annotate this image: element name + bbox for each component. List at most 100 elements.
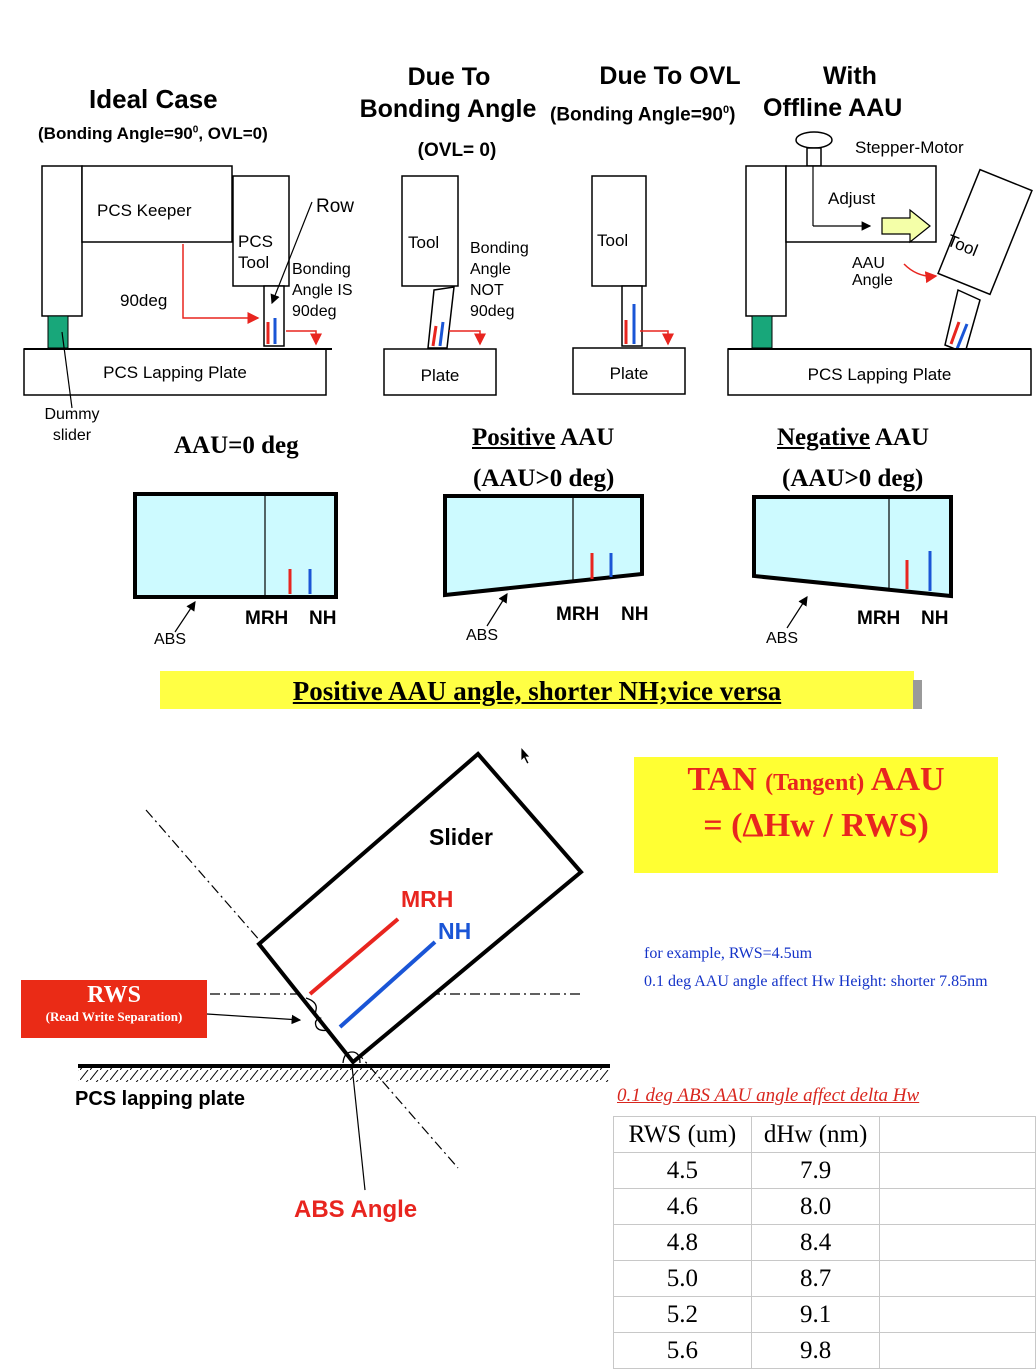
aau-positive-title-main: Positive [472, 424, 556, 451]
bonding-subtitle: (OVL= 0) [417, 140, 497, 161]
tan-formula-line1: TAN (Tangent) AAU [634, 761, 998, 799]
example-line-1: for example, RWS=4.5um [644, 945, 813, 962]
table-cell [879, 1332, 1036, 1369]
ideal-case-title: Ideal Case [89, 84, 218, 114]
aau-zero-mrh-label: MRH [245, 608, 289, 629]
bonding-is-label-2: Angle IS [292, 282, 353, 299]
table-cell [879, 1188, 1036, 1225]
ovl-title: Due To OVL [599, 62, 741, 90]
table-cell [879, 1296, 1036, 1333]
bonding-title-2: Bonding Angle [359, 95, 537, 123]
ideal-case-drawing [23, 165, 332, 409]
bonding-not-label-4: 90deg [470, 303, 515, 320]
table-cell [879, 1260, 1036, 1297]
ideal-subtitle-pre: (Bonding Angle=90 [38, 124, 193, 143]
table-cell: 5.6 [613, 1332, 752, 1369]
aau-zero-title: AAU=0 deg [174, 432, 299, 459]
bonding-not-label-3: NOT [470, 282, 504, 299]
table-cell: 4.5 [613, 1152, 752, 1189]
ovl-subtitle-post: ) [729, 104, 736, 126]
offline-title-2: Offline AAU [763, 94, 903, 122]
ovl-drawing [572, 175, 686, 395]
pcs-tool-label-2: Tool [238, 253, 270, 272]
table-cell: 4.6 [613, 1188, 752, 1225]
rws-box: RWS (Read Write Separation) [21, 980, 207, 1038]
ovl-tool-label: Tool [597, 231, 629, 250]
pcs-keeper-label: PCS Keeper [97, 201, 192, 220]
abs-angle-label: ABS Angle [294, 1196, 418, 1223]
aau-zero-nh-label: NH [309, 608, 337, 629]
ovl-subtitle: (Bonding Angle=900) [550, 104, 735, 126]
ideal-subtitle-post: , OVL=0) [198, 124, 268, 143]
aau-negative-title-rest: AAU [870, 424, 930, 451]
conclusion-banner-text: Positive AAU angle, shorter NH;vice vers… [292, 676, 782, 706]
pcs-lapping-plate-label: PCS Lapping Plate [103, 363, 247, 382]
aau-zero-slider [133, 492, 338, 633]
aau-positive-title-rest: AAU [555, 424, 615, 451]
row-label: Row [316, 196, 355, 217]
table-caption: 0.1 deg ABS AAU angle affect delta Hw [617, 1085, 920, 1106]
aau-angle-label-1: AAU [852, 255, 885, 272]
bonding-plate-label: Plate [420, 366, 460, 385]
table-cell: 9.1 [750, 1296, 881, 1333]
bonding-angle-drawing [383, 175, 497, 396]
tan-formula-box: TAN (Tangent) AAU = (ΔHw / RWS) [634, 757, 998, 873]
bonding-not-label-1: Bonding [470, 240, 529, 257]
table-cell: 7.9 [750, 1152, 881, 1189]
banner-scroll-tab [913, 680, 922, 709]
table-cell: 5.0 [613, 1260, 752, 1297]
table-header-rws: RWS (um) [613, 1116, 752, 1153]
cursor-icon [520, 745, 531, 765]
aau-negative-abs-label: ABS [766, 630, 799, 647]
offline-plate-label: PCS Lapping Plate [807, 365, 952, 384]
aau-negative-nh-label: NH [921, 608, 949, 629]
table-cell: 5.2 [613, 1296, 752, 1333]
rws-subtitle: (Read Write Separation) [45, 1009, 183, 1024]
bonding-is-label-3: 90deg [292, 303, 337, 320]
aau-negative-mrh-label: MRH [857, 608, 901, 629]
aau-negative-title: Negative AAU [777, 424, 929, 452]
aau-zero-abs-label: ABS [154, 631, 187, 648]
conclusion-banner: Positive AAU angle, shorter NH;vice vers… [160, 671, 914, 709]
table-cell: 4.8 [613, 1224, 752, 1261]
aau-negative-subtitle: (AAU>0 deg) [782, 465, 924, 492]
bonding-tool-label: Tool [408, 233, 440, 252]
ninety-deg-label: 90deg [120, 291, 168, 310]
table-header-blank [879, 1116, 1036, 1153]
aau-negative-slider [752, 495, 953, 629]
table-cell [879, 1152, 1036, 1189]
nh-label: NH [438, 918, 472, 944]
ovl-plate-label: Plate [609, 364, 649, 383]
tan-tangent: (Tangent) [765, 770, 865, 796]
dummy-slider-label-1: Dummy [44, 406, 100, 423]
aau-angle-label-2: Angle [852, 272, 893, 289]
adjust-label: Adjust [828, 189, 876, 208]
table-cell: 9.8 [750, 1332, 881, 1369]
stepper-motor-label: Stepper-Motor [855, 138, 964, 157]
table-cell: 8.0 [750, 1188, 881, 1225]
aau-positive-nh-label: NH [621, 604, 649, 625]
aau-positive-abs-label: ABS [466, 627, 499, 644]
ovl-subtitle-sup: 0 [722, 104, 730, 116]
bonding-is-label-1: Bonding [292, 261, 351, 278]
table-header-dhw: dHw (nm) [750, 1116, 881, 1153]
bonding-title-1: Due To [407, 63, 491, 91]
pcs-tool-label-1: PCS [238, 232, 273, 251]
ideal-subtitle-sup: 0 [192, 124, 199, 136]
offline-aau-drawing [727, 131, 1033, 396]
bonding-not-label-2: Angle [470, 261, 511, 278]
table-cell [879, 1224, 1036, 1261]
pcs-lapping-plate-bottom-label: PCS lapping plate [75, 1088, 246, 1110]
slider-geometry-drawing [78, 751, 610, 1191]
table-cell: 8.7 [750, 1260, 881, 1297]
aau-positive-subtitle: (AAU>0 deg) [473, 465, 615, 492]
dummy-slider-label-2: slider [52, 427, 92, 444]
mrh-label: MRH [401, 886, 454, 912]
aau-negative-title-main: Negative [777, 424, 871, 451]
